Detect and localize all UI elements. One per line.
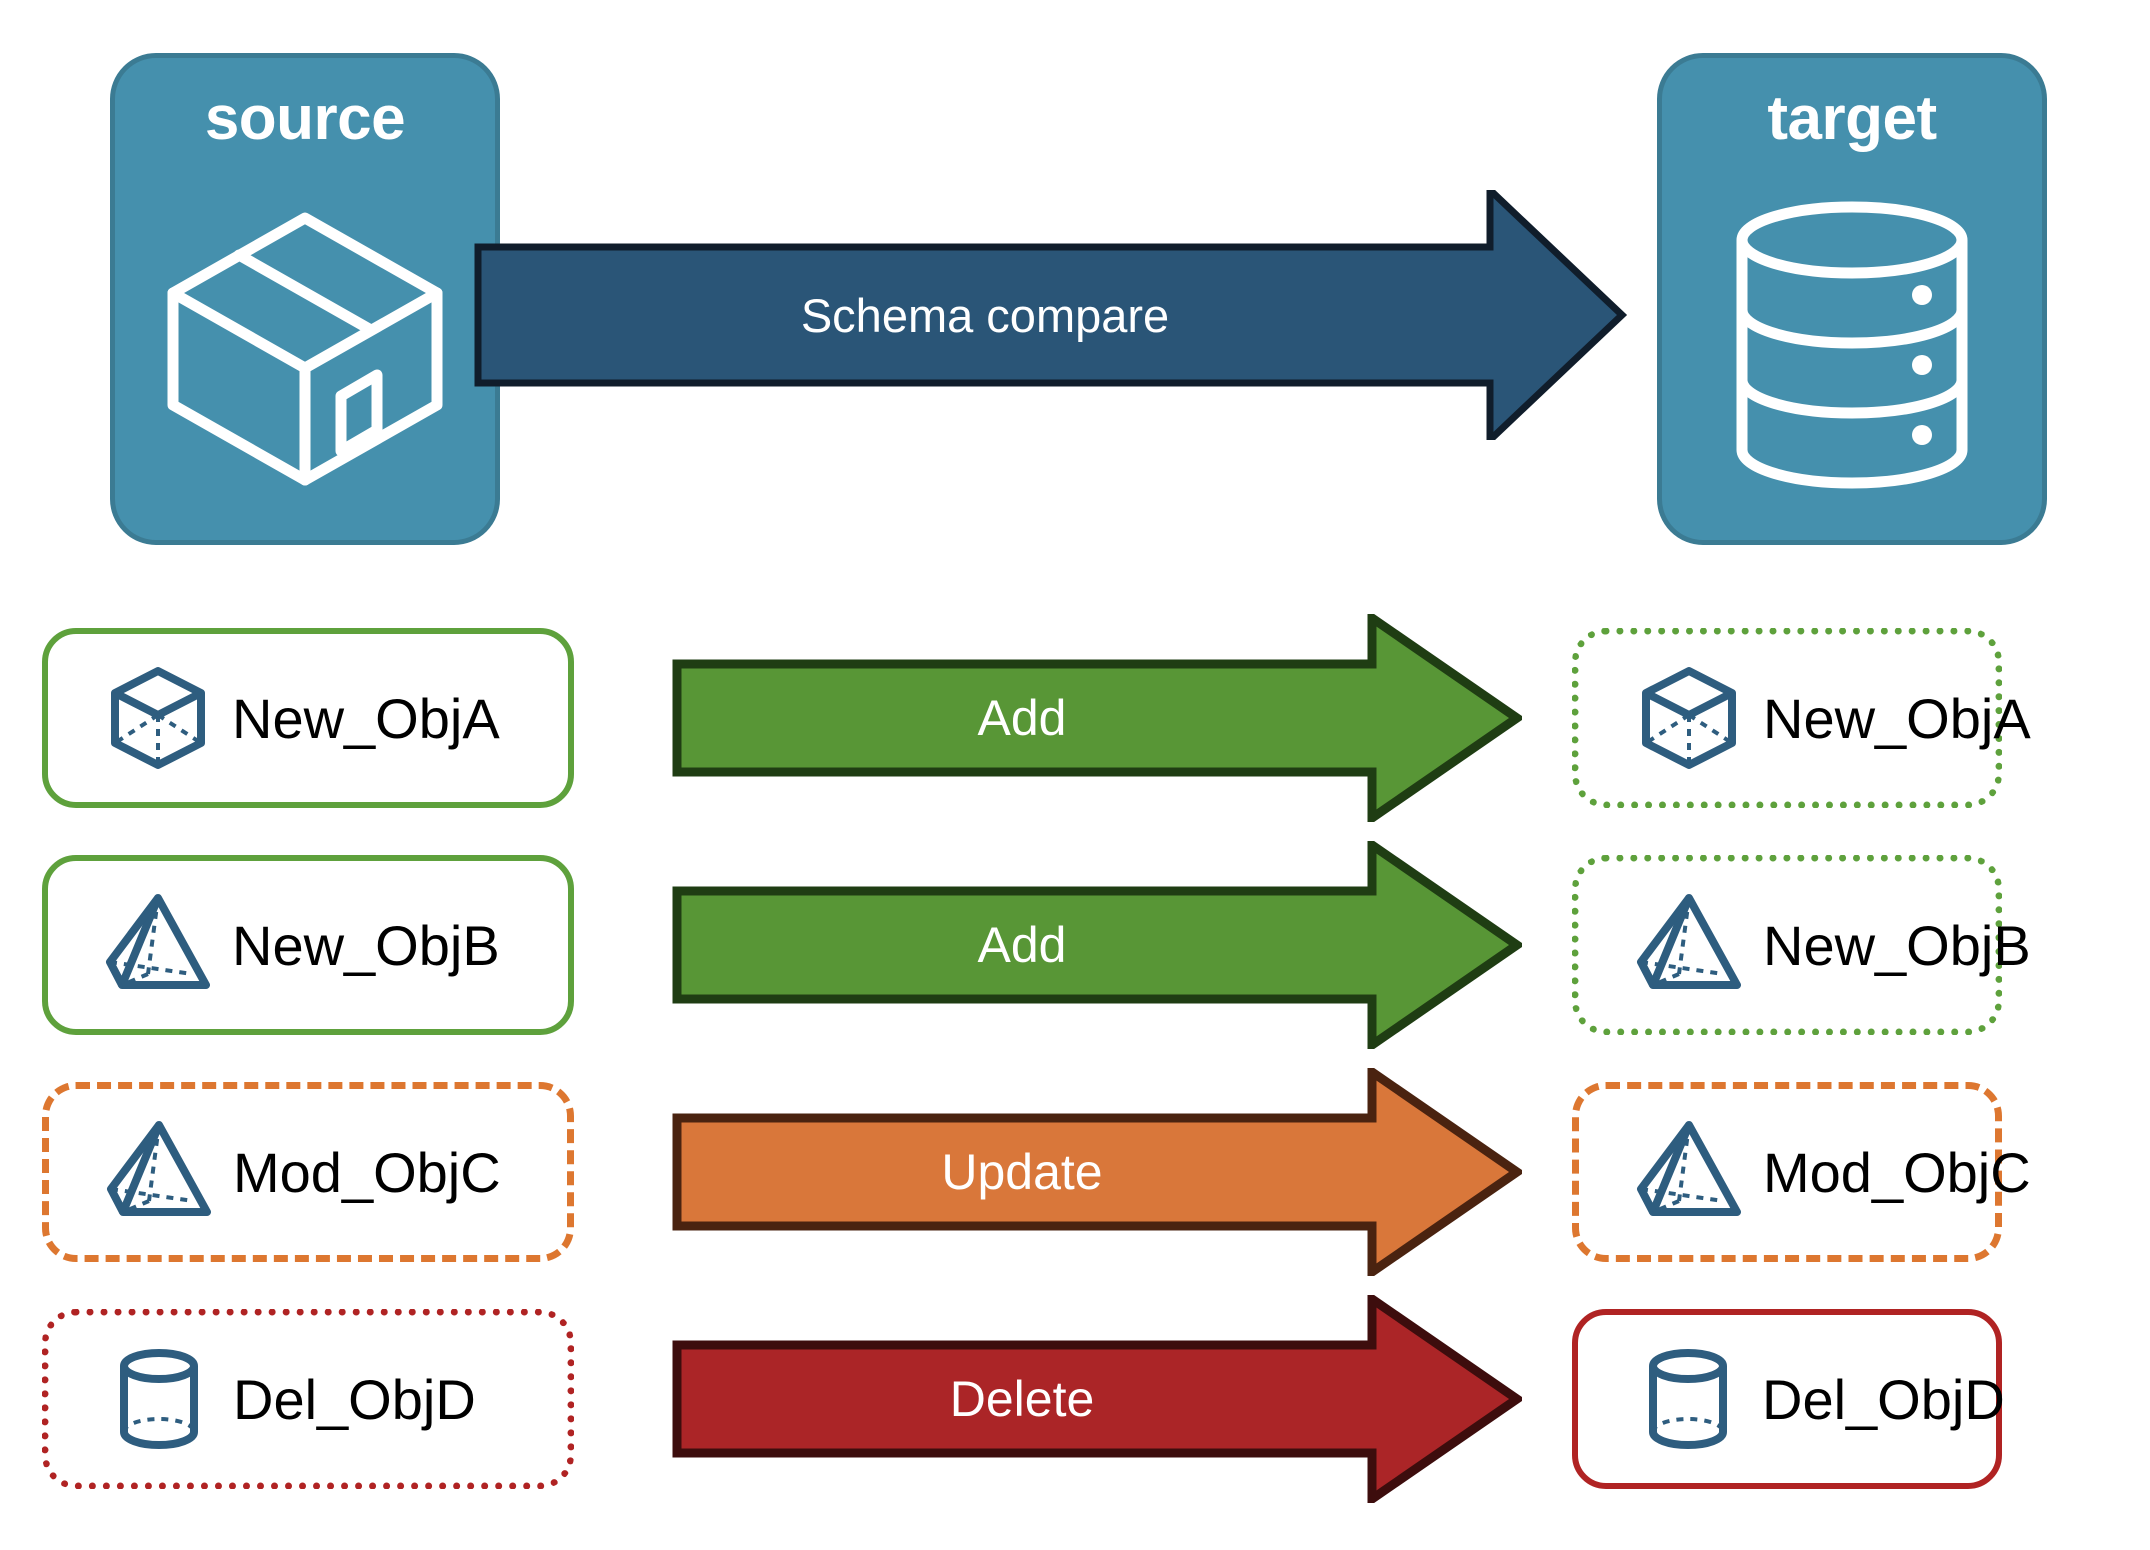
wireframe-pyramid-icon	[99, 1117, 219, 1227]
target-object-card[interactable]: New_ObjB	[1572, 855, 2031, 1035]
target-object-name: New_ObjB	[1763, 913, 2031, 977]
add-action-arrow[interactable]	[672, 841, 1522, 1049]
source-object-name: New_ObjA	[232, 686, 500, 750]
source-endpoint-card[interactable]: source	[110, 53, 500, 545]
wireframe-cylinder-icon	[99, 1344, 219, 1454]
source-object-name: New_ObjB	[232, 913, 500, 977]
target-label: target	[1767, 84, 1937, 153]
source-object-name: Mod_ObjC	[233, 1140, 501, 1204]
wireframe-cylinder-icon	[1628, 1344, 1748, 1454]
target-object-card[interactable]: New_ObjA	[1572, 628, 2031, 808]
object-row: New_ObjB Add New_ObjB	[0, 841, 2150, 1049]
package-box-icon	[115, 150, 495, 540]
wireframe-pyramid-icon	[98, 890, 218, 1000]
target-object-card[interactable]: Mod_ObjC	[1572, 1082, 2031, 1262]
add-action-arrow[interactable]	[672, 614, 1522, 822]
source-object-card[interactable]: Mod_ObjC	[42, 1082, 574, 1262]
source-object-card[interactable]: New_ObjB	[42, 855, 574, 1035]
wireframe-pyramid-icon	[1629, 890, 1749, 1000]
wireframe-pyramid-icon	[1629, 1117, 1749, 1227]
wireframe-cube-icon	[98, 663, 218, 773]
object-row: New_ObjA Add New_ObjA	[0, 614, 2150, 822]
database-cylinder-icon	[1662, 150, 2042, 540]
target-object-name: Mod_ObjC	[1763, 1140, 2031, 1204]
target-object-card[interactable]: Del_ObjD	[1572, 1309, 2005, 1489]
target-object-name: Del_ObjD	[1762, 1367, 2005, 1431]
target-endpoint-card[interactable]: target	[1657, 53, 2047, 545]
delete-action-arrow[interactable]	[672, 1295, 1522, 1503]
source-object-card[interactable]: Del_ObjD	[42, 1309, 574, 1489]
source-object-name: Del_ObjD	[233, 1367, 476, 1431]
target-object-name: New_ObjA	[1763, 686, 2031, 750]
wireframe-cube-icon	[1629, 663, 1749, 773]
object-row: Mod_ObjC Update Mod_ObjC	[0, 1068, 2150, 1276]
object-row: Del_ObjD Delete Del_ObjD	[0, 1295, 2150, 1503]
schema-compare-arrow[interactable]	[470, 190, 1630, 440]
source-label: source	[204, 84, 406, 153]
source-object-card[interactable]: New_ObjA	[42, 628, 574, 808]
update-action-arrow[interactable]	[672, 1068, 1522, 1276]
